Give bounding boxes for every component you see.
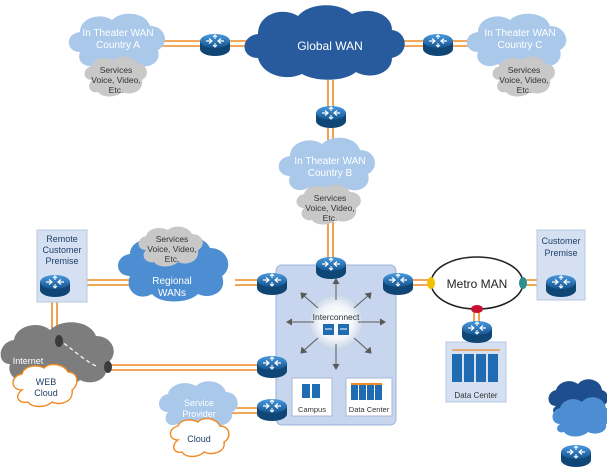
interconnect-arrows: [286, 278, 386, 370]
country-b-cloud: In Theater WAN Country B Services Voice,…: [278, 137, 375, 225]
regional-services-2: Voice, Video,: [147, 244, 196, 254]
country-a-line2: Country A: [96, 40, 140, 51]
global-wan-cloud: Global WAN: [244, 5, 405, 80]
interconnect-box: Interconnect Campus Data Center: [275, 264, 397, 426]
regional-wans-cloud: Regional WANs Services Voice, Video, Etc…: [118, 226, 229, 302]
country-c-line2: Country C: [497, 40, 542, 51]
router-country-c: [422, 33, 454, 57]
legend-cloud-icon: [548, 379, 607, 437]
metro-man-ring: Metro MAN: [427, 256, 527, 313]
internet-label: Internet: [13, 356, 44, 366]
ring-node-right: [519, 277, 527, 289]
data-center-inner-label: Data Center: [349, 405, 390, 414]
country-c-services-1: Services: [508, 65, 541, 75]
web-cloud-line1: WEB: [36, 377, 57, 387]
web-cloud-line2: Cloud: [34, 388, 58, 398]
data-center-racks-icon: [351, 383, 382, 400]
country-b-services-2: Voice, Video,: [305, 203, 354, 213]
ring-node-bottom: [471, 305, 483, 313]
router-country-a: [199, 33, 231, 57]
router-legend: [560, 444, 592, 468]
service-provider-cloud: Service Provider Cloud: [159, 381, 238, 458]
campus-label: Campus: [298, 405, 326, 414]
data-center-right-racks-icon: [452, 354, 498, 382]
remote-line2: Customer: [42, 245, 81, 255]
customer-premise-line1: Customer: [541, 236, 580, 246]
country-c-services-3: Etc.: [517, 85, 532, 95]
router-interconnect-top: [315, 256, 347, 280]
remote-line1: Remote: [46, 234, 78, 244]
campus-servers-icon: [302, 384, 320, 398]
country-b-services-1: Services: [314, 193, 347, 203]
regional-services-3: Etc.: [165, 254, 180, 264]
router-regional: [256, 272, 288, 296]
service-provider-line1: Service: [184, 398, 214, 408]
global-wan-label: Global WAN: [297, 39, 363, 53]
service-provider-cloud-label: Cloud: [187, 434, 211, 444]
country-c-cloud: In Theater WAN Country C Services Voice,…: [466, 13, 567, 97]
country-b-line2: Country B: [308, 168, 353, 179]
ring-node-left: [427, 277, 435, 289]
customer-premise-line2: Premise: [544, 248, 577, 258]
service-provider-line2: Provider: [182, 409, 216, 419]
router-customer-premise: [545, 274, 577, 298]
router-data-center: [461, 320, 493, 344]
data-center-right: Data Center: [445, 341, 507, 403]
country-a-services-1: Services: [100, 65, 133, 75]
router-interconnect-right: [382, 272, 414, 296]
regional-line2: WANs: [158, 288, 186, 299]
remote-line3: Premise: [45, 256, 78, 266]
router-service-provider: [256, 398, 288, 422]
data-center-right-label: Data Center: [454, 391, 497, 400]
country-a-services-2: Voice, Video,: [91, 75, 140, 85]
country-a-cloud: In Theater WAN Country A Services Voice,…: [68, 13, 165, 97]
country-c-services-2: Voice, Video,: [499, 75, 548, 85]
metro-man-label: Metro MAN: [447, 277, 508, 291]
router-remote-premise: [39, 274, 71, 298]
country-b-services-3: Etc.: [323, 213, 338, 223]
country-a-services-3: Etc.: [109, 85, 124, 95]
country-a-line1: In Theater WAN: [82, 28, 153, 39]
interconnect-label: Interconnect: [313, 312, 360, 322]
country-c-line1: In Theater WAN: [484, 28, 555, 39]
internet-cloud: Internet WEB Cloud: [0, 322, 114, 408]
country-b-line1: In Theater WAN: [294, 156, 365, 167]
router-global-b: [315, 105, 347, 129]
regional-services-1: Services: [156, 234, 189, 244]
switch-icon: [323, 324, 349, 335]
router-internet: [256, 355, 288, 379]
regional-line1: Regional: [152, 276, 191, 287]
